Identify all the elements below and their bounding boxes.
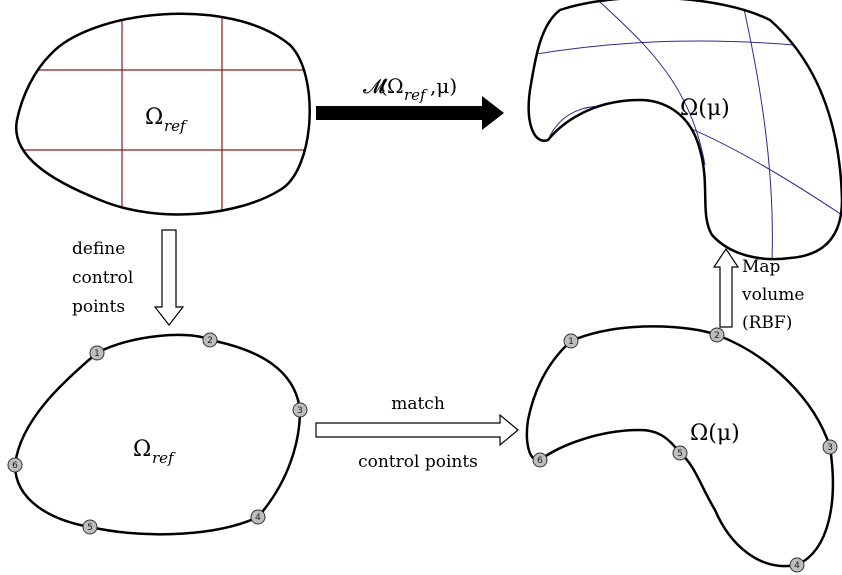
deformed-omega-bottom: Ω(μ) bbox=[690, 421, 740, 446]
deformed-grid bbox=[529, 0, 842, 260]
svg-text:2: 2 bbox=[714, 331, 720, 341]
control-point-5: 5 bbox=[82, 519, 98, 535]
mapping-subscript: ref bbox=[404, 86, 428, 104]
deformed-omega-top: Ω(μ) bbox=[680, 96, 730, 121]
reference-control-points: 1 2 3 4 5 6 bbox=[7, 332, 308, 535]
deformed-domain-bottom: Ω(μ) 1 2 3 4 5 6 bbox=[525, 325, 838, 573]
control-point-6: 6 bbox=[532, 452, 548, 468]
rbf-label: (RBF) bbox=[742, 313, 792, 333]
control-point-2: 2 bbox=[709, 327, 725, 343]
grid-curve bbox=[547, 105, 842, 216]
mapping-rest: ,μ) bbox=[430, 74, 457, 98]
control-point-1: 1 bbox=[89, 345, 105, 361]
grid-curve bbox=[597, 0, 706, 166]
mapping-open-paren: ( bbox=[380, 74, 388, 98]
grid-curve bbox=[741, 0, 773, 260]
match-control-points-step: match control points bbox=[315, 394, 519, 472]
mapping-omega: Ω bbox=[387, 74, 404, 98]
control-point-4: 4 bbox=[250, 509, 266, 525]
control-point-3: 3 bbox=[292, 402, 308, 418]
svg-text:4: 4 bbox=[794, 561, 800, 571]
deformed-boundary-outline bbox=[525, 325, 835, 568]
define-label: define bbox=[72, 239, 125, 259]
control-label: control bbox=[72, 268, 133, 288]
deformed-domain-outline bbox=[527, 0, 842, 261]
svg-text:5: 5 bbox=[677, 449, 683, 459]
reference-omega-bottom: Ω bbox=[133, 437, 151, 462]
reference-domain-top: Ω ref bbox=[14, 12, 311, 216]
control-point-4: 4 bbox=[789, 557, 805, 573]
solid-arrow bbox=[316, 96, 504, 130]
control-point-2: 2 bbox=[202, 332, 218, 348]
map-volume-step: Map volume (RBF) bbox=[712, 247, 804, 333]
hollow-arrow-up bbox=[712, 247, 740, 328]
control-point-3: 3 bbox=[822, 439, 838, 455]
svg-text:2: 2 bbox=[207, 336, 213, 346]
label-mask bbox=[142, 95, 202, 143]
define-control-points-step: define control points bbox=[72, 229, 185, 326]
svg-text:1: 1 bbox=[94, 349, 100, 359]
deformed-domain-top: Ω(μ) bbox=[527, 0, 842, 261]
reference-domain-outline bbox=[14, 12, 311, 216]
hollow-arrow-right bbox=[315, 413, 519, 447]
svg-text:3: 3 bbox=[297, 406, 303, 416]
svg-text:3: 3 bbox=[827, 443, 833, 453]
reference-domain-bottom: Ω ref 1 2 3 4 5 bbox=[7, 332, 308, 536]
volume-label: volume bbox=[741, 285, 804, 305]
hollow-arrow-down bbox=[153, 229, 185, 326]
svg-text:5: 5 bbox=[87, 523, 93, 533]
reference-subscript-bottom: ref bbox=[152, 449, 176, 467]
svg-text:4: 4 bbox=[255, 513, 261, 523]
control-points-label: control points bbox=[358, 452, 478, 472]
mapping-arrow: 𝓜 ( Ω ref ,μ) bbox=[316, 74, 504, 130]
svg-text:6: 6 bbox=[12, 461, 18, 471]
deformed-control-points: 1 2 3 4 5 6 bbox=[532, 327, 838, 573]
svg-text:6: 6 bbox=[537, 456, 543, 466]
svg-text:1: 1 bbox=[568, 337, 574, 347]
reference-omega: Ω bbox=[145, 105, 163, 130]
points-label: points bbox=[72, 297, 125, 317]
match-label: match bbox=[391, 394, 445, 414]
map-label: Map bbox=[742, 257, 781, 277]
control-point-6: 6 bbox=[7, 457, 23, 473]
control-point-1: 1 bbox=[563, 333, 579, 349]
reference-boundary-outline bbox=[13, 333, 302, 536]
mapping-script-M: 𝓜 bbox=[363, 74, 388, 98]
reference-subscript: ref bbox=[164, 117, 188, 135]
control-point-5: 5 bbox=[672, 445, 688, 461]
reference-grid bbox=[16, 13, 310, 215]
